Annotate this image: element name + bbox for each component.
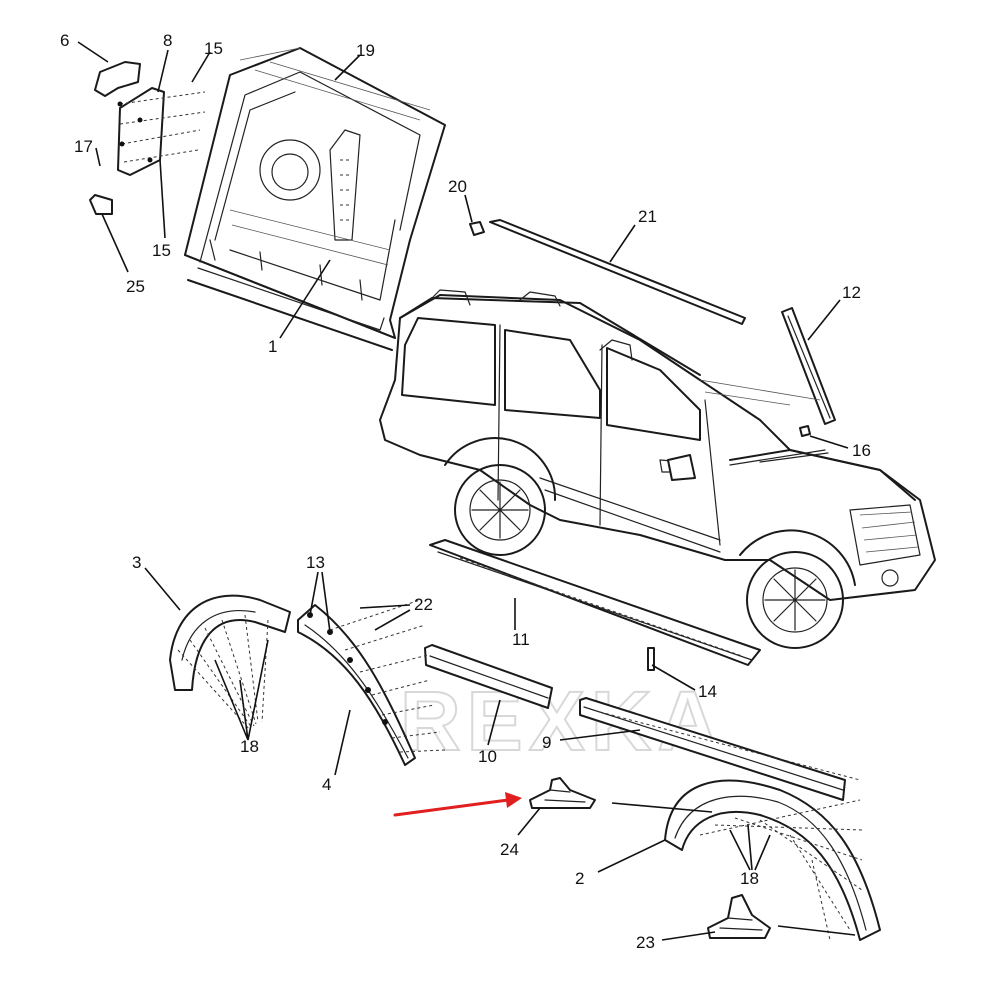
callout-8: 8 [163,31,172,50]
watermark: REXKA [400,674,724,768]
callout-16: 16 [852,441,871,460]
callout-2: 2 [575,869,584,888]
callout-3: 3 [132,553,141,572]
rear-cargo-body [184,47,446,351]
callout-9: 9 [542,733,551,752]
callout-11: 11 [512,630,530,649]
callout-22: 22 [414,595,433,614]
part-16-clip [799,425,811,437]
callout-6: 6 [60,31,69,50]
part-25-clip [89,194,113,215]
part-21-roof-molding [489,219,746,325]
part-14-clip [647,647,655,671]
part-24-bracket [529,777,596,809]
part-23-bracket [707,894,771,939]
callout-19: 19 [356,41,375,60]
callout-13: 13 [306,553,325,572]
part-8-fastener-lines [119,91,206,163]
part-6-bracket [94,61,141,97]
part-4-quarter-molding [297,604,416,766]
callout-15-top: 15 [204,39,223,58]
callout-20: 20 [448,177,467,196]
callout-24: 24 [500,840,519,859]
callout-4: 4 [322,775,331,794]
callout-10: 10 [478,747,497,766]
callout-1: 1 [268,337,277,356]
part-23-leader [777,925,856,936]
vehicle-illustration [379,289,936,649]
part-2-wheel-flare [664,779,881,941]
part-9-door-molding [579,697,846,801]
part-20-clip [469,221,485,236]
callout-15-bottom: 15 [152,241,171,260]
part-3-wheel-flare [169,594,291,691]
leader-lines [77,41,849,941]
callout-12: 12 [842,283,861,302]
callout-18-left: 18 [240,737,259,756]
callout-25: 25 [126,277,145,296]
callout-21: 21 [638,207,657,226]
part-24-leader [611,802,713,813]
callout-14: 14 [698,682,717,701]
callout-17: 17 [74,137,93,156]
callout-18-right: 18 [740,869,759,888]
callout-23: 23 [636,933,655,952]
callouts: 1 2 3 4 6 8 9 10 11 12 13 14 15 15 16 17… [60,31,871,952]
red-arrow-icon [393,792,522,817]
